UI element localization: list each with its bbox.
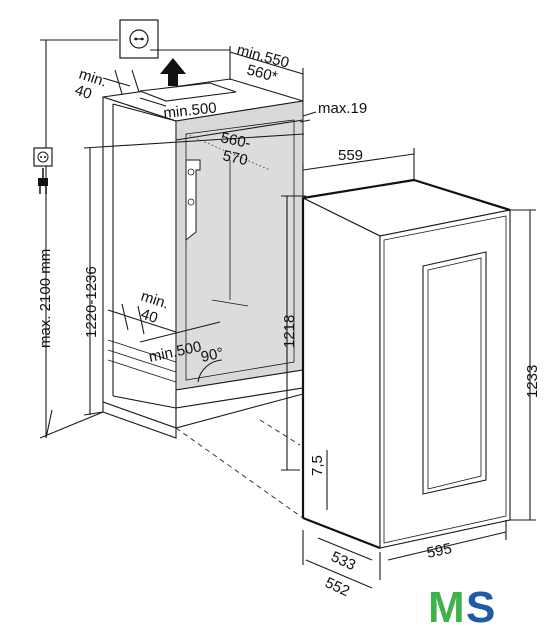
label-appliance-niche-height: 1218 xyxy=(281,315,298,348)
label-total-height: max. 2100 mm xyxy=(37,249,54,348)
label-niche-width-a: 560- xyxy=(219,129,252,152)
ventilation-arrow-icon xyxy=(160,58,186,86)
dim-line-niche-width xyxy=(175,119,304,141)
wine-cooler-appliance xyxy=(301,178,511,550)
label-top-vent-min: min.500 xyxy=(163,99,218,121)
ms-logo: M S xyxy=(428,583,495,632)
dim-line-depth-body xyxy=(317,537,373,561)
power-socket-icon xyxy=(33,147,53,167)
label-niche-width-b: 570 xyxy=(221,147,249,169)
niche-cabinet xyxy=(102,78,304,439)
label-top-side-min-b: 40 xyxy=(73,82,94,103)
dim-line-depth-total xyxy=(305,559,373,589)
dim-line-top-depth xyxy=(229,51,304,75)
label-bottom-side-min-b: 40 xyxy=(139,306,160,327)
label-door-gap: 7,5 xyxy=(309,455,326,476)
label-front-width: 595 xyxy=(425,540,453,562)
label-niche-height: 1220-1236 xyxy=(83,266,100,338)
logo-letter-m: M xyxy=(428,583,465,632)
dim-line-front-width xyxy=(387,531,507,561)
label-appliance-height: 1233 xyxy=(524,365,541,398)
label-gap-max: max.19 xyxy=(318,100,367,117)
label-angle: 90° xyxy=(199,345,225,366)
power-plug-icon xyxy=(38,168,48,194)
dim-line-appliance-width xyxy=(302,153,415,171)
label-appliance-width: 559 xyxy=(338,147,363,164)
logo-letter-s: S xyxy=(466,583,495,632)
angle-arc xyxy=(197,359,223,383)
wall-outlet-box xyxy=(119,19,159,59)
fan-outlet-icon xyxy=(185,159,201,242)
